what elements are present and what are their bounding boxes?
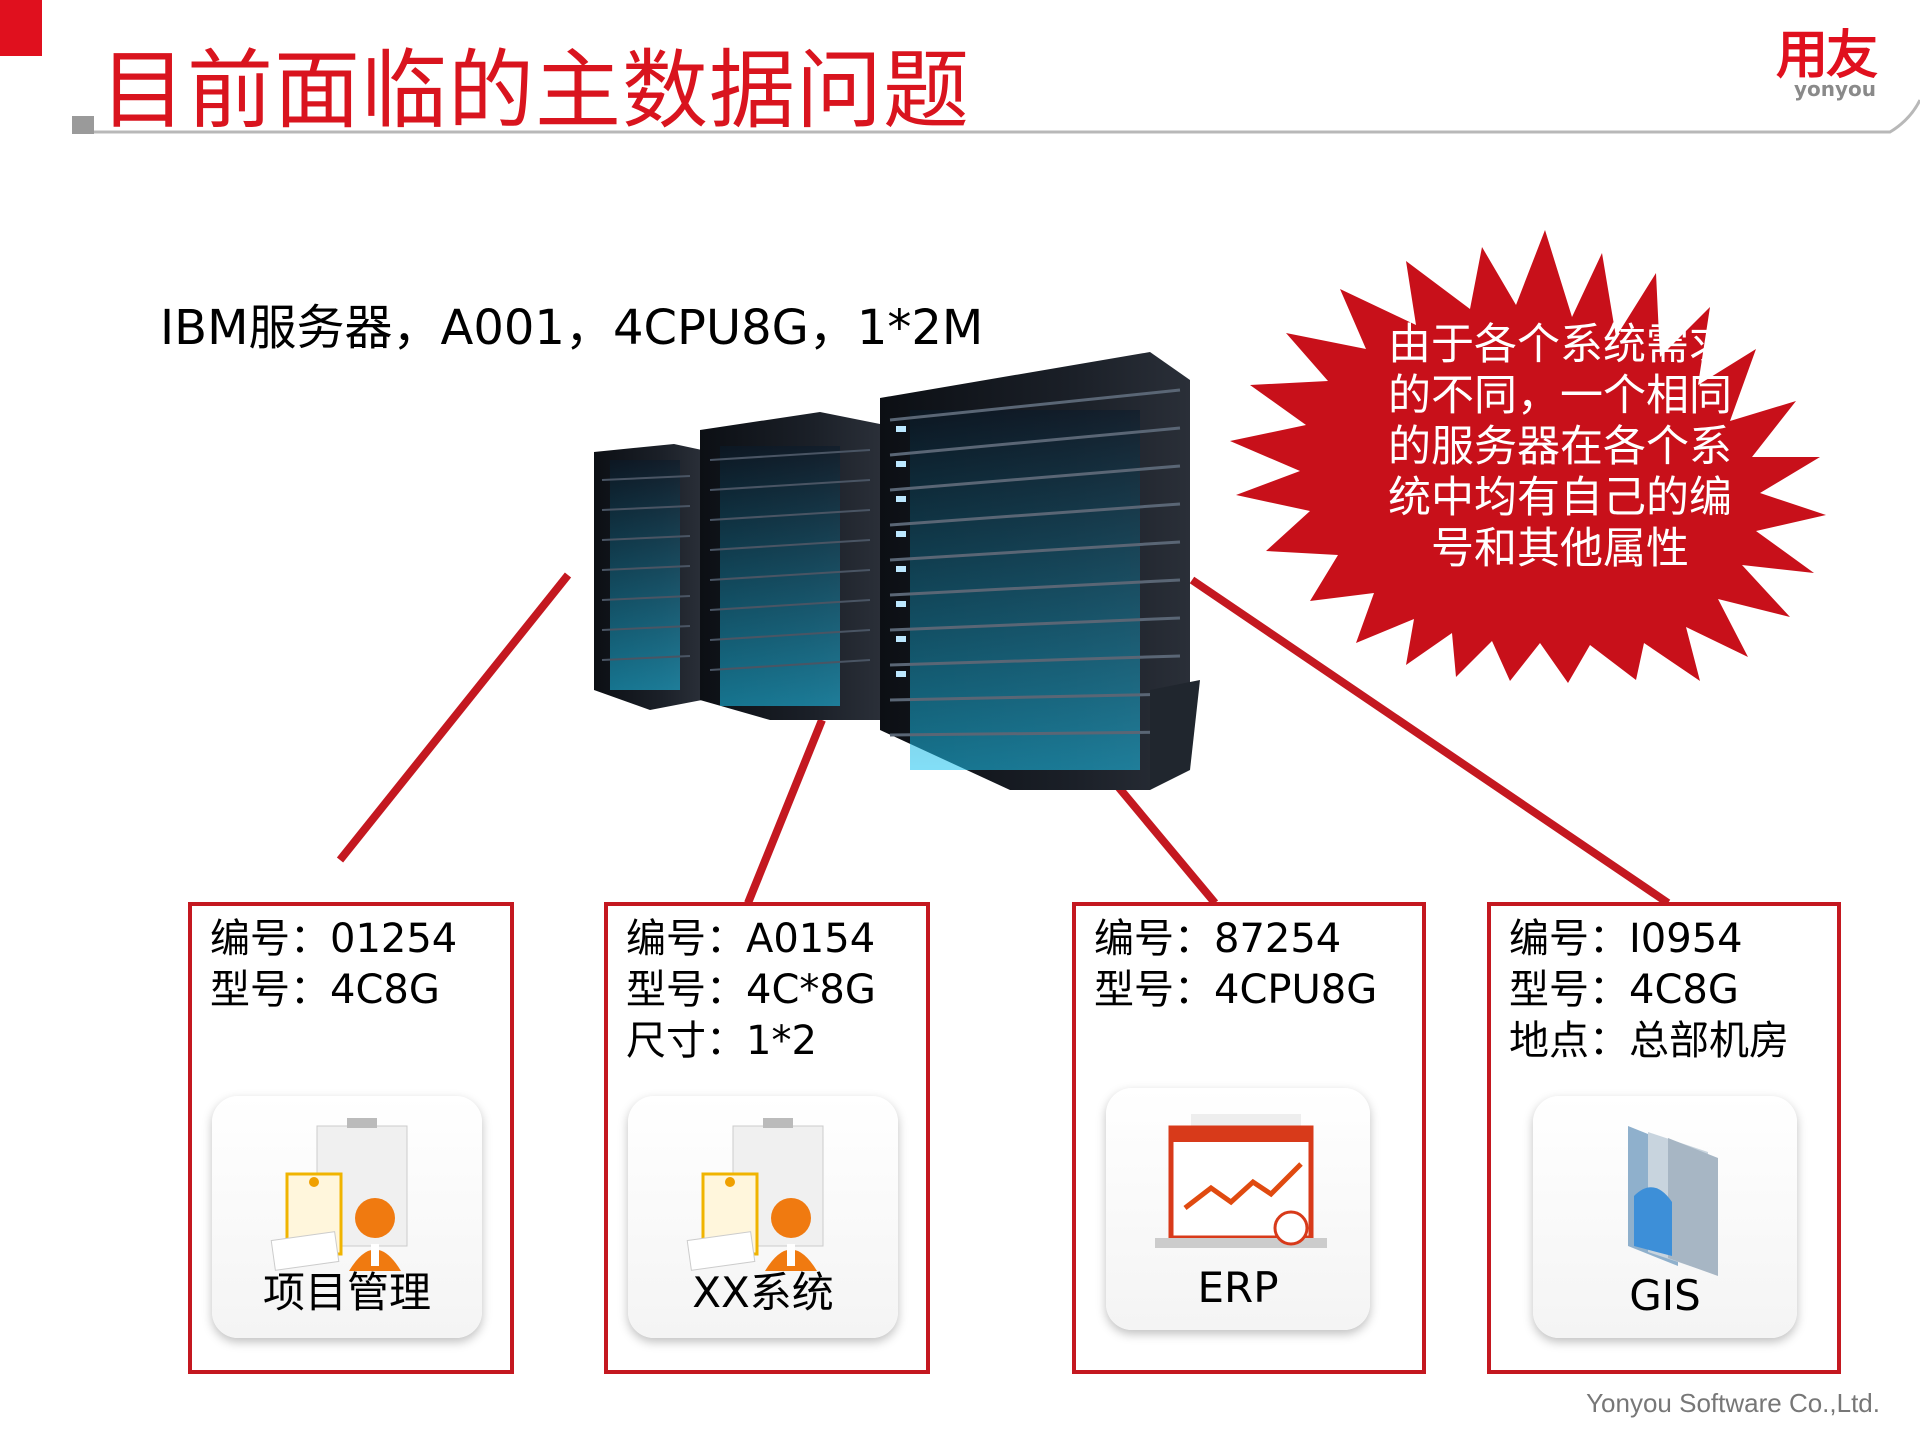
card-info: 编号：A0154 型号：4C*8G 尺寸：1*2 xyxy=(626,914,876,1067)
app-name: GIS xyxy=(1629,1271,1701,1320)
connector-line-1 xyxy=(336,572,572,863)
card-info: 编号：01254 型号：4C8G xyxy=(210,914,457,1016)
callout-text: 由于各个系统需求 的不同，一个相同 的服务器在各个系 统中均有自己的编 号和其他… xyxy=(1380,320,1740,575)
card-line: 型号：4CPU8G xyxy=(1094,967,1378,1013)
server-racks-icon xyxy=(594,352,1200,790)
system-card-gis: 编号：I0954 型号：4C8G 地点：总部机房 GIS xyxy=(1487,902,1841,1374)
app-tile[interactable]: XX系统 xyxy=(628,1096,898,1338)
logo-cn: 用友 xyxy=(1775,26,1878,86)
connector-line-4 xyxy=(1189,576,1671,907)
callout-line: 统中均有自己的编 xyxy=(1388,473,1732,523)
app-name: 项目管理 xyxy=(262,1268,431,1317)
corner-accent xyxy=(0,0,42,56)
card-info: 编号：I0954 型号：4C8G 地点：总部机房 xyxy=(1509,914,1789,1067)
page-title: 目前面临的主数据问题 xyxy=(100,41,970,141)
callout-line: 由于各个系统需求 xyxy=(1388,320,1732,370)
logo-en: yonyou xyxy=(1793,77,1876,101)
title-underline xyxy=(72,99,1920,134)
card-line: 尺寸：1*2 xyxy=(626,1018,817,1064)
xx-system-icon xyxy=(686,1118,824,1271)
card-line: 型号：4C*8G xyxy=(626,967,876,1013)
server-spec-label: IBM服务器，A001，4CPU8G，1*2M xyxy=(160,300,984,356)
card-line: 编号：I0954 xyxy=(1509,916,1743,962)
starburst-callout-icon xyxy=(1230,230,1826,683)
card-line: 编号：87254 xyxy=(1094,916,1342,962)
card-info: 编号：87254 型号：4CPU8G xyxy=(1094,914,1377,1016)
callout-line: 的不同，一个相同 xyxy=(1388,371,1732,421)
card-line: 编号：A0154 xyxy=(626,916,876,962)
callout-line: 号和其他属性 xyxy=(1431,524,1689,574)
footer-company: Yonyou Software Co.,Ltd. xyxy=(1586,1388,1880,1418)
card-line: 编号：01254 xyxy=(210,916,458,962)
app-tile[interactable]: GIS xyxy=(1533,1096,1797,1338)
card-line: 型号：4C8G xyxy=(1509,967,1739,1013)
erp-chart-icon xyxy=(1155,1114,1327,1248)
app-name: XX系统 xyxy=(692,1268,834,1317)
card-line: 型号：4C8G xyxy=(210,967,440,1013)
system-card-erp: 编号：87254 型号：4CPU8G ERP xyxy=(1072,902,1426,1374)
system-card-project-management: 编号：01254 型号：4C8G 项目管理 xyxy=(188,902,514,1374)
yonyou-logo: 用友 yonyou xyxy=(1775,26,1878,101)
connector-line-2 xyxy=(744,718,826,905)
system-card-xx-system: 编号：A0154 型号：4C*8G 尺寸：1*2 XX系统 xyxy=(604,902,930,1374)
card-line: 地点：总部机房 xyxy=(1509,1018,1789,1064)
app-tile[interactable]: ERP xyxy=(1106,1088,1370,1330)
callout-line: 的服务器在各个系 xyxy=(1388,422,1732,472)
project-management-icon xyxy=(270,1118,408,1271)
app-tile[interactable]: 项目管理 xyxy=(212,1096,482,1338)
app-name: ERP xyxy=(1197,1263,1279,1312)
gis-book-icon xyxy=(1628,1126,1718,1276)
